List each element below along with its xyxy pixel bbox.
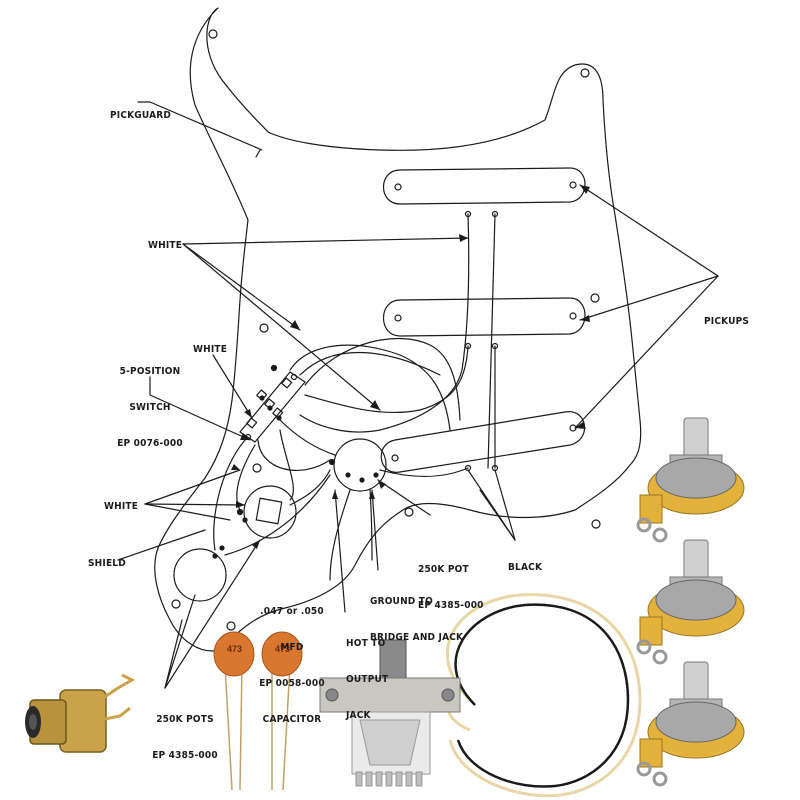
potentiometer-1	[636, 417, 745, 543]
output-jack	[25, 673, 136, 753]
label-hot-line1: HOT TO	[346, 638, 386, 649]
wire-coil	[446, 593, 642, 798]
label-ground-line1: GROUND TO	[370, 596, 433, 607]
label-ground-line2: BRIDGE AND JACK	[370, 632, 464, 643]
label-cap-line1: .047 or .050	[260, 606, 324, 617]
potentiometer-3	[636, 661, 745, 787]
five-way-switch	[319, 639, 461, 787]
pickup-bridge	[380, 411, 586, 473]
label-shield: SHIELD	[88, 558, 126, 569]
pickup-neck	[383, 167, 586, 205]
label-white-switch: WHITE	[193, 344, 228, 355]
label-pot-single: 250K POT EP 4385-000	[418, 540, 484, 624]
label-ground: GROUND TO BRIDGE AND JACK	[370, 572, 463, 656]
potentiometer-2	[636, 539, 745, 665]
label-cap-line3: EP 0058-000	[259, 678, 325, 689]
pot-volume	[333, 438, 387, 492]
label-switch-line3: EP 0076-000	[117, 438, 183, 449]
label-hot: HOT TO OUTPUT JACK	[346, 614, 388, 734]
label-pot-line1: 250K POT	[418, 564, 469, 575]
label-pots: 250K POTS EP 4385-000	[140, 690, 230, 774]
label-pots-line2: EP 4385-000	[152, 750, 218, 761]
label-switch-line2: SWITCH	[129, 402, 171, 413]
label-capacitor: .047 or .050 MFD EP 0058-000 CAPACITOR	[252, 582, 332, 738]
label-hot-line3: JACK	[346, 710, 371, 721]
label-switch-line1: 5-POSITION	[119, 366, 181, 377]
pot-tone-1	[243, 485, 297, 539]
label-white-top: WHITE	[148, 240, 183, 251]
label-black: BLACK	[508, 562, 543, 573]
capacitor-marking-2: 473	[275, 644, 290, 654]
label-pot-line2: EP 4385-000	[418, 600, 484, 611]
label-pickguard: PICKGUARD	[110, 110, 172, 121]
capacitor-marking-1: 473	[227, 644, 242, 654]
label-cap-line4: CAPACITOR	[262, 714, 322, 725]
pickup-middle	[383, 297, 586, 337]
label-switch: 5-POSITION SWITCH EP 0076-000	[110, 342, 190, 462]
label-pots-line1: 250K POTS	[156, 714, 214, 725]
capacitor-pair: 473 473	[213, 631, 303, 791]
label-cap-line2: MFD	[280, 642, 304, 653]
pot-tone-2	[173, 548, 227, 602]
pickguard-outline	[154, 7, 642, 652]
switch-body	[239, 371, 306, 443]
label-pickups: PICKUPS	[704, 316, 750, 327]
label-white-left: WHITE	[104, 501, 139, 512]
label-hot-line2: OUTPUT	[346, 674, 389, 685]
